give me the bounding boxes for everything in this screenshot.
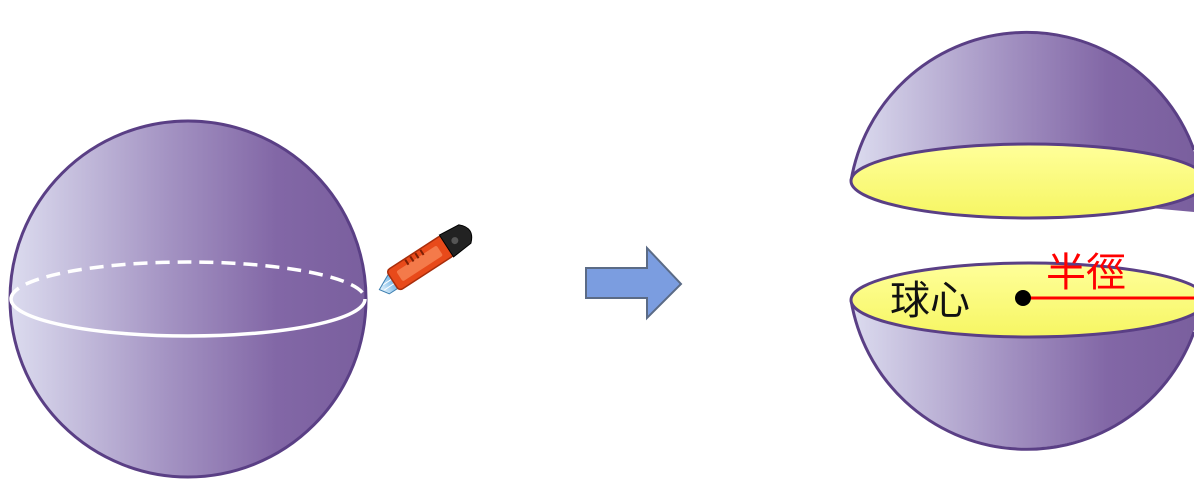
equator-back-dashed: [9, 260, 367, 300]
equator-front: [9, 298, 367, 338]
whole-sphere: [8, 119, 368, 479]
center-point: [1015, 290, 1031, 306]
top-hemisphere: [849, 30, 1194, 220]
center-label: 球心: [890, 278, 970, 324]
top-cut-face: [849, 142, 1194, 220]
right-arrow-icon: [585, 245, 683, 321]
radius-label: 半徑: [1046, 250, 1126, 296]
utility-knife-icon: [378, 224, 473, 295]
